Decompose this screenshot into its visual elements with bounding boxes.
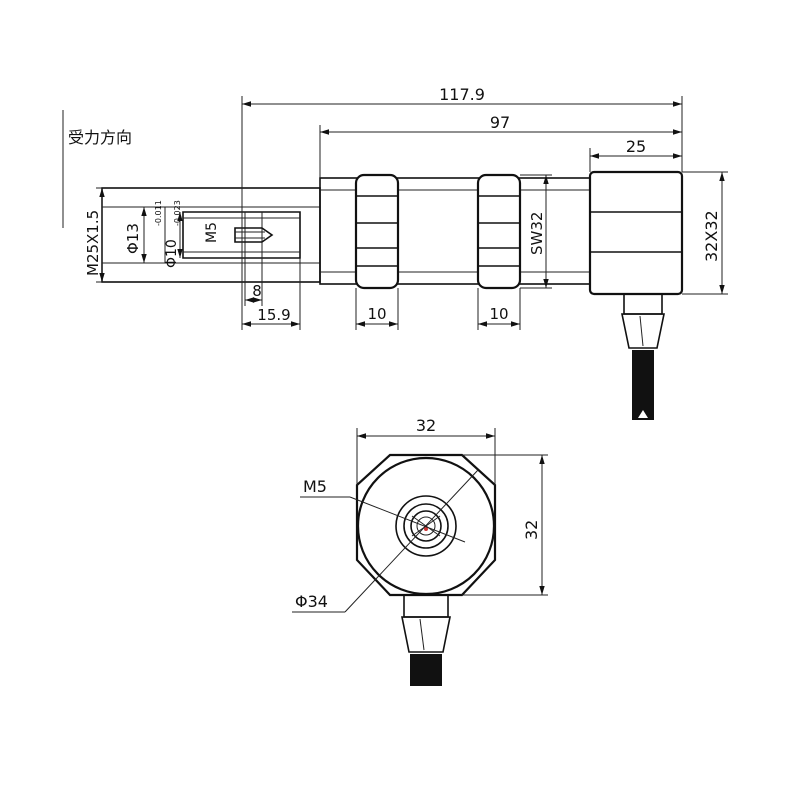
- dim-end-height: [462, 454, 548, 596]
- dim-shaft-diameter-label: Φ13: [124, 223, 142, 254]
- dim-shaft-length: [241, 258, 301, 330]
- square-head: [588, 170, 684, 296]
- force-direction-label: 受力方向: [68, 128, 132, 147]
- dim-slot-depth-label: 8: [252, 282, 262, 300]
- dim-spanner-size: [520, 174, 552, 289]
- dim-head-length-label: 25: [626, 137, 646, 156]
- dim-nut-width-2: [477, 288, 521, 330]
- hex-nut-1: [354, 173, 400, 290]
- dim-head-length: [589, 148, 682, 172]
- dim-overall-length-label: 117.9: [439, 85, 485, 104]
- inner-thread-detail: [234, 227, 274, 243]
- leader-end-thread: [300, 496, 466, 543]
- dim-nut-width-2-label: 10: [489, 305, 508, 323]
- dim-body-length-label: 97: [490, 113, 510, 132]
- hex-nut-2: [476, 173, 522, 290]
- dim-end-width-label: 32: [416, 416, 436, 435]
- cable-gland: [621, 293, 665, 420]
- end-diameter-label: Φ34: [295, 592, 328, 611]
- inner-thread-label: M5: [204, 222, 220, 243]
- dim-thread: [96, 187, 105, 283]
- dim-head-size-label: 32X32: [702, 210, 721, 262]
- end-thread-label: M5: [303, 477, 327, 496]
- dim-body-length: [319, 125, 682, 178]
- end-view-cable: [401, 594, 451, 686]
- dim-spanner-size-label: SW32: [528, 212, 546, 255]
- leader-end-diameter: [292, 469, 479, 613]
- dim-head-size: [682, 171, 728, 295]
- dim-thread-label: M25X1.5: [84, 210, 102, 276]
- dim-shaft-length-label: 15.9: [257, 306, 290, 324]
- dim-pin-tol-lower: -0.023: [173, 200, 182, 226]
- dim-pin-diameter-label: Φ10: [164, 239, 180, 268]
- dim-overall-length: [241, 96, 683, 300]
- dim-pin-tol-upper: -0.011: [154, 200, 163, 226]
- dim-end-width: [356, 428, 496, 485]
- dim-nut-width-1-label: 10: [367, 305, 386, 323]
- dim-end-height-label: 32: [522, 520, 541, 540]
- dim-nut-width-1: [355, 288, 399, 330]
- dim-shaft-diameter: [139, 206, 165, 264]
